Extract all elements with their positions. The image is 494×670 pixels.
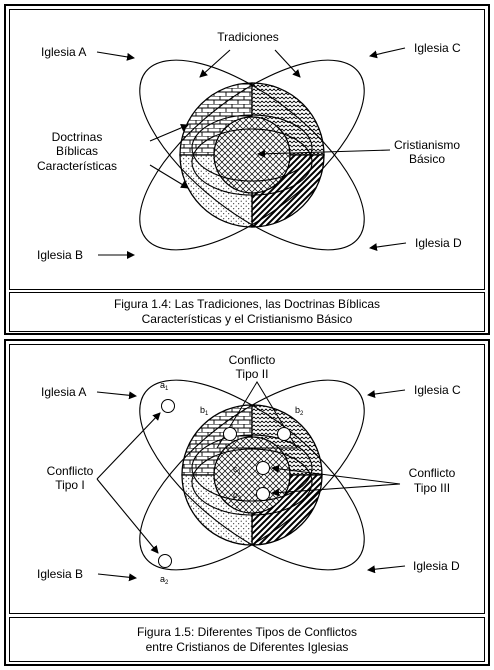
believer-a1 (161, 399, 175, 413)
label-a2: a2 (160, 574, 169, 586)
arrow-conflict-3-to-c2 (271, 483, 401, 497)
label-doctrines-1: Doctrinas (52, 130, 103, 144)
label-conflict-3-line1: Conflicto (409, 466, 456, 480)
label-c1: c1 (233, 464, 242, 476)
figure-2-diagram: Iglesia A Iglesia C Iglesia B Iglesia D … (37, 353, 461, 586)
believer-c2 (256, 487, 270, 501)
figure-2-caption: Figura 1.5: Diferentes Tipos de Conflict… (9, 625, 485, 655)
label-christianity-2: Básico (409, 152, 445, 166)
figure-1-caption-line2: Características y el Cristianismo Básico (141, 312, 353, 326)
arrow-traditions-left (199, 49, 231, 78)
figure-2-diagram-box (9, 344, 485, 614)
arrow-church-d (369, 242, 407, 251)
figure-1-diagram-box (9, 9, 485, 290)
believer-b2 (277, 427, 291, 441)
label-church-d-2: Iglesia D (413, 559, 460, 573)
label-b1: b1 (200, 405, 209, 417)
label-church-a-2: Iglesia A (41, 385, 86, 399)
label-church-b-2: Iglesia B (37, 567, 83, 581)
basic-christianity-core (213, 116, 291, 194)
figure-1-diagram: Iglesia A Iglesia C Iglesia B Iglesia D … (37, 30, 462, 262)
arrow-church-a (96, 51, 135, 61)
believer-c1 (256, 461, 270, 475)
conflict-type-2-triangle (216, 381, 298, 449)
figure-2-arrows (96, 389, 406, 582)
church-d-ellipse (191, 128, 313, 196)
believer-b1 (223, 427, 237, 441)
figure-1-caption-box (9, 292, 485, 332)
arrow-church-d-2 (367, 565, 406, 574)
arrow-conflict-1-to-a1 (96, 412, 161, 480)
label-conflict-1-line1: Conflicto (47, 464, 94, 478)
figure-1-caption: Figura 1.4: Las Tradiciones, las Doctrin… (9, 297, 485, 327)
church-c-ellipse (139, 59, 365, 251)
label-church-d: Iglesia D (415, 236, 462, 250)
label-conflict-2-line1: Conflicto (229, 353, 276, 367)
church-b-ellipse (191, 114, 313, 182)
arrow-church-c-2 (367, 389, 406, 399)
label-conflict-2-line2: Tipo II (236, 367, 269, 381)
church-d-ellipse-2 (191, 448, 313, 516)
figure-2-caption-line2: entre Cristianos de Diferentes Iglesias (145, 640, 349, 654)
figure-1-caption-line1: Figura 1.4: Las Tradiciones, las Doctrin… (113, 297, 381, 311)
label-church-c-2: Iglesia C (414, 383, 461, 397)
arrow-doctrines-up (149, 124, 189, 142)
label-conflict-1-line2: Tipo I (55, 478, 85, 492)
arrow-church-b-2 (97, 573, 137, 582)
believer-a2 (158, 554, 172, 568)
figure-2-caption-line1: Figura 1.5: Diferentes Tipos de Conflict… (136, 625, 358, 639)
church-ellipses-2 (139, 379, 365, 571)
church-a-ellipse (139, 59, 365, 251)
arrow-conflict-3-to-c1 (271, 464, 401, 485)
figure-1-arrows (96, 47, 407, 259)
church-c-ellipse-2 (139, 379, 365, 571)
label-church-c: Iglesia C (414, 41, 461, 55)
label-traditions: Tradiciones (217, 30, 279, 44)
label-doctrines-3: Características (37, 159, 117, 173)
label-conflict-3-line2: Tipo III (414, 481, 450, 495)
arrow-church-c (369, 47, 406, 59)
label-church-a: Iglesia A (41, 45, 86, 59)
arrow-traditions-right (274, 49, 301, 78)
label-church-b: Iglesia B (37, 248, 83, 262)
church-b-ellipse-2 (191, 434, 313, 502)
label-b2: b2 (295, 405, 304, 417)
label-doctrines-2: Bíblicas (56, 144, 98, 158)
arrow-church-a-2 (96, 391, 137, 400)
figure-2-caption-box (9, 617, 485, 662)
arrow-doctrines-down (149, 164, 189, 189)
arrow-conflict-1-to-a2 (96, 478, 159, 554)
label-a1: a1 (160, 380, 169, 392)
label-christianity-1: Cristianismo (394, 138, 460, 152)
label-c2: c2 (233, 490, 242, 502)
church-ellipses (139, 59, 365, 251)
arrow-christianity (257, 149, 391, 158)
basic-christianity-core-2 (213, 436, 291, 514)
